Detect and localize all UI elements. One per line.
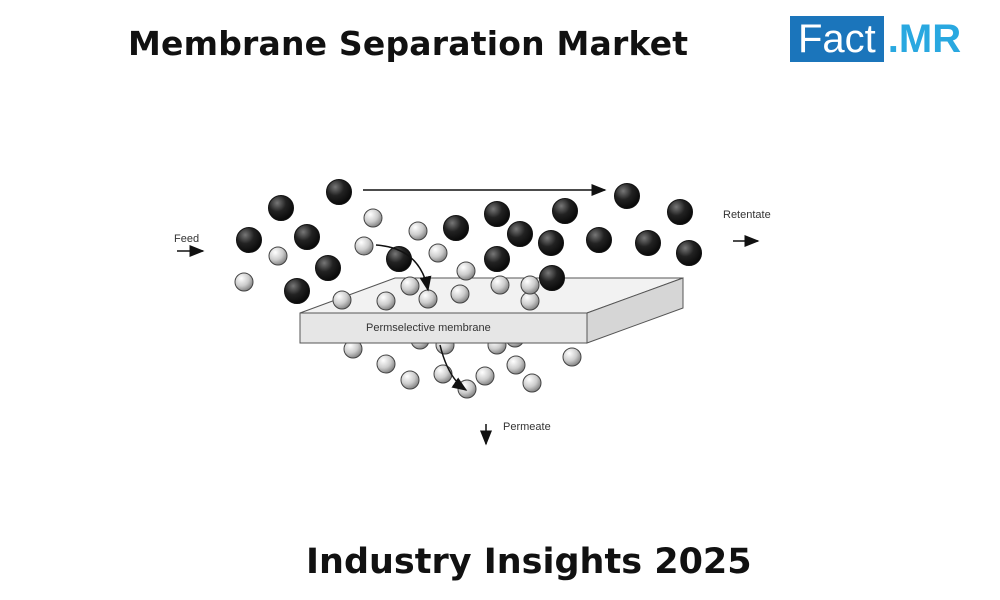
permeable-particle [332,290,352,310]
retained-particle [484,246,510,272]
logo-mr: .MR [887,16,962,61]
retained-particle [484,201,510,227]
permeate-particle [433,364,453,384]
logo-fact: Fact [790,16,884,62]
retained-particle [443,215,469,241]
footer-text: Industry Insights 2025 [306,542,752,582]
membrane: Permselective membrane [299,277,684,344]
retained-particle [507,221,533,247]
permeable-particle [418,289,438,309]
permeable-particle [450,284,470,304]
permeable-particle [428,243,448,263]
permeate-path-arrow [439,344,468,391]
permeate-particle [506,355,526,375]
retained-particle [268,195,294,221]
retained-particle [676,240,702,266]
retained-particle [667,199,693,225]
permeation-arrow [375,244,432,292]
permeable-particle [354,236,374,256]
permeate-particle [475,366,495,386]
retained-particle [284,278,310,304]
permeable-particle [408,221,428,241]
retained-particle [315,255,341,281]
permeable-particle [234,272,254,292]
retained-particle [294,224,320,250]
fact-mr-logo: Fact .MR [790,16,961,62]
retained-particle [552,198,578,224]
permeable-particle [520,291,540,311]
retained-particle [236,227,262,253]
feed-label: Feed [174,233,199,245]
permeate-particle [522,373,542,393]
permeable-particle [268,246,288,266]
retained-particle [538,230,564,256]
permeate-particle [562,347,582,367]
permeate-label: Permeate [503,421,551,433]
membrane-label: Permselective membrane [366,322,491,334]
retained-particle [586,227,612,253]
permeable-particle [490,275,510,295]
permeate-particle [457,379,477,399]
retentate-label: Retentate [723,209,771,221]
permeable-particle [376,291,396,311]
feed-particles [234,179,702,311]
permeable-particle [520,275,540,295]
permeable-particle [456,261,476,281]
permeable-particle [363,208,383,228]
retained-particle [539,265,565,291]
permeable-particle [400,276,420,296]
permeate-particle [400,370,420,390]
arrows [177,184,760,446]
retained-particle [635,230,661,256]
retained-particle [326,179,352,205]
permeate-particle [376,354,396,374]
retained-particle [614,183,640,209]
page-title: Membrane Separation Market [128,24,689,63]
